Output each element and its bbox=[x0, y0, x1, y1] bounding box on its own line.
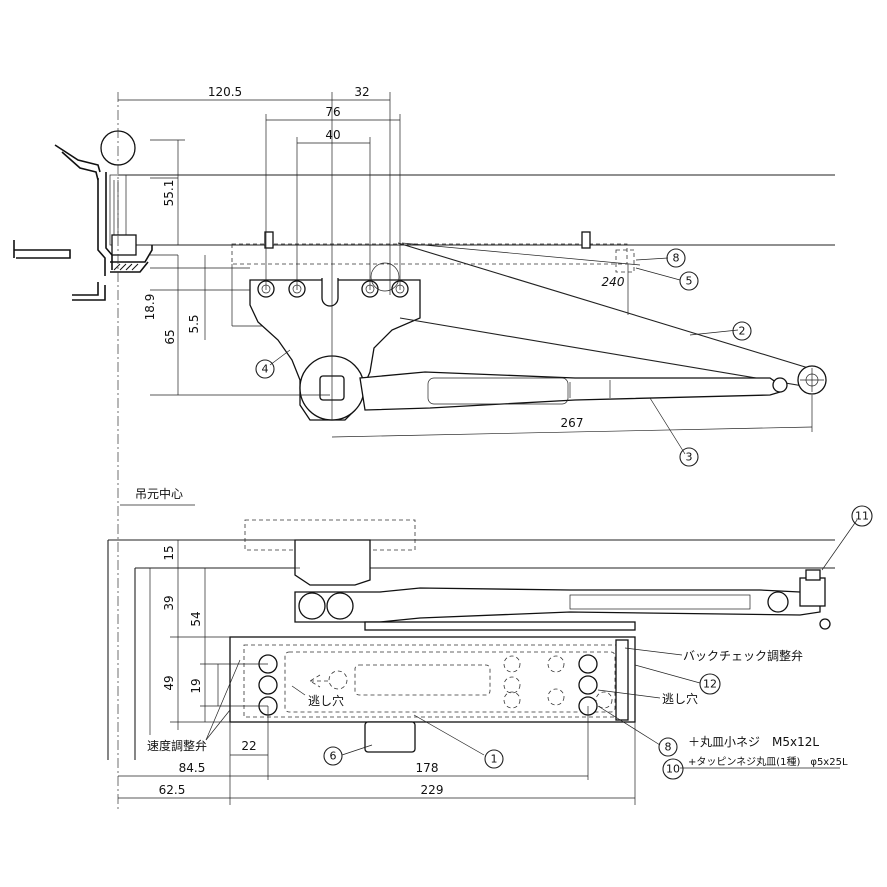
part-balloon-11: 11 bbox=[851, 505, 873, 527]
dim-32: 32 bbox=[354, 85, 369, 99]
dim-18-9: 18.9 bbox=[143, 294, 157, 321]
dim-55-1: 55.1 bbox=[162, 180, 176, 207]
part-balloon-6: 6 bbox=[323, 746, 343, 766]
svg-text:3: 3 bbox=[686, 451, 693, 464]
svg-text:8: 8 bbox=[665, 741, 672, 754]
dim-40: 40 bbox=[325, 128, 340, 142]
dim-178: 178 bbox=[416, 761, 439, 775]
frame-section bbox=[13, 130, 835, 301]
part-balloon-1: 1 bbox=[484, 749, 504, 769]
hinge-center-label: 吊元中心 bbox=[135, 486, 183, 501]
svg-text:12: 12 bbox=[703, 678, 717, 691]
dim-76: 76 bbox=[325, 105, 340, 119]
part-balloon-2: 2 bbox=[732, 321, 752, 341]
svg-text:11: 11 bbox=[855, 510, 869, 523]
part-balloon-8-top: 8 bbox=[666, 248, 686, 268]
bracket-and-arm-top-view bbox=[231, 231, 827, 421]
dim-15: 15 bbox=[162, 545, 176, 560]
dim-84-5: 84.5 bbox=[179, 761, 206, 775]
leader-lines bbox=[205, 257, 858, 769]
back-check-valve-label: バックチェック調整弁 bbox=[683, 648, 803, 663]
screw-tapping-label: +タッピンネジ丸皿(1種) φ5x25L bbox=[688, 755, 848, 768]
dim-120-5: 120.5 bbox=[208, 85, 242, 99]
dim-5-5: 5.5 bbox=[187, 314, 201, 333]
screw-m5-label: ＋丸皿小ネジ M5x12L bbox=[688, 735, 819, 749]
bottom-dimension-lines bbox=[118, 539, 636, 805]
part-balloon-10: 10 bbox=[662, 758, 684, 780]
dim-62-5: 62.5 bbox=[159, 783, 186, 797]
speed-valve-label: 速度調整弁 bbox=[147, 738, 207, 753]
relief-hole-left-label: 逃し穴 bbox=[308, 693, 344, 708]
part-balloon-12: 12 bbox=[699, 673, 721, 695]
closer-side-view bbox=[107, 519, 835, 760]
dim-54: 54 bbox=[189, 611, 203, 626]
part-balloon-8-bottom: 8 bbox=[658, 737, 678, 757]
dim-65: 65 bbox=[163, 329, 177, 344]
dim-267: 267 bbox=[561, 416, 584, 430]
dim-39: 39 bbox=[162, 595, 176, 610]
svg-text:2: 2 bbox=[739, 325, 746, 338]
dim-49: 49 bbox=[162, 675, 176, 690]
part-balloon-4: 4 bbox=[255, 359, 275, 379]
relief-hole-right-label: 逃し穴 bbox=[662, 691, 698, 706]
top-dimension-lines bbox=[118, 92, 813, 438]
svg-text:1: 1 bbox=[491, 753, 498, 766]
dim-229: 229 bbox=[421, 783, 444, 797]
dim-19: 19 bbox=[189, 678, 203, 693]
svg-text:5: 5 bbox=[686, 275, 693, 288]
dim-240: 240 bbox=[602, 275, 625, 289]
dim-22: 22 bbox=[241, 739, 256, 753]
svg-text:4: 4 bbox=[262, 363, 269, 376]
svg-text:8: 8 bbox=[673, 252, 680, 265]
svg-text:10: 10 bbox=[666, 763, 680, 776]
part-balloon-3: 3 bbox=[679, 447, 699, 467]
svg-text:6: 6 bbox=[330, 750, 337, 763]
part-balloon-5: 5 bbox=[679, 271, 699, 291]
